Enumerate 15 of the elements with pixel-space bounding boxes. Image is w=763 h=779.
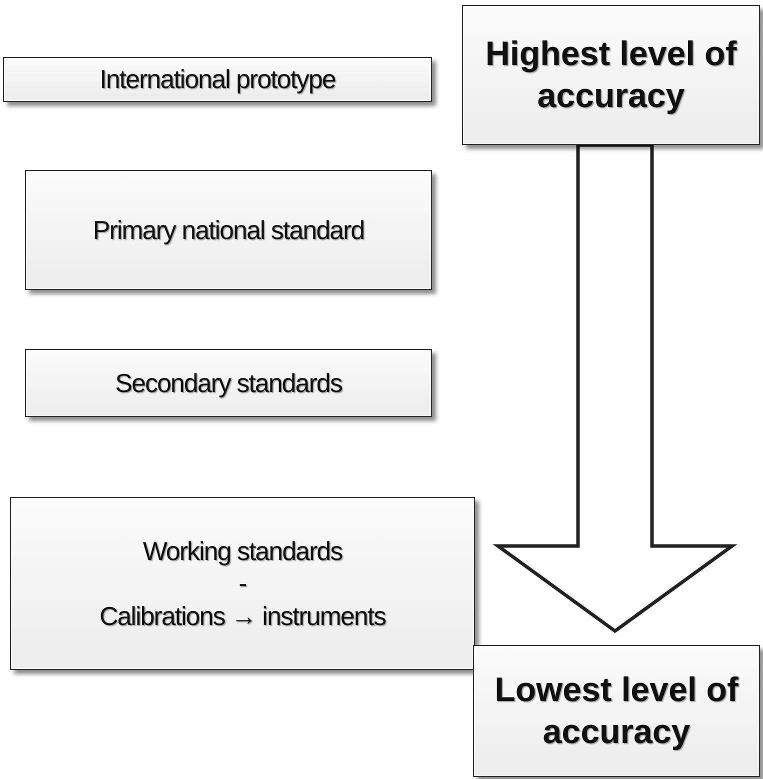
text-box [473,645,760,777]
box-text: Working standards [142,534,342,568]
box-text: International prototype [100,63,336,96]
box-text: Lowest level of accuracy [494,670,740,753]
text-box [25,170,432,290]
box-text: Primary national standard [92,214,364,246]
text-box [10,497,475,670]
text-box [3,57,432,102]
text-box [462,5,760,145]
box-text: Secondary standards [115,366,342,400]
text-box [25,349,432,417]
box-text: Calibrations → instruments [99,600,386,632]
box-text: - [238,567,246,600]
box-text: Highest level of accuracy [484,34,738,117]
block-arrow [492,143,738,634]
